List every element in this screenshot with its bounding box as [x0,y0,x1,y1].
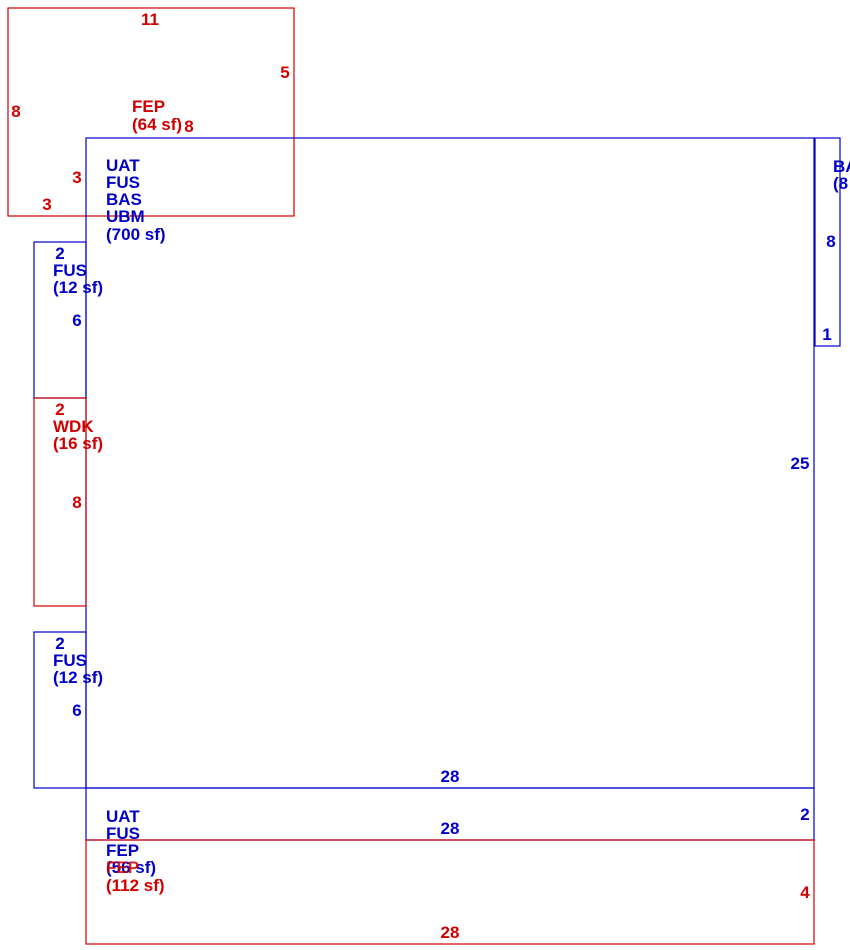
fus-upper-dim-height: 6 [72,311,81,330]
fus-lower-area: (12 sf) [53,668,103,687]
wdk-outline [33,397,87,607]
fep-top-code: FEP [132,97,165,116]
wdk-dim-width: 2 [55,400,64,419]
fep-bottom-dim-right: 4 [800,883,810,902]
bas-right-dim-width: 1 [822,325,831,344]
fus-lower-code: FUS [53,651,87,670]
fus-upper-area: (12 sf) [53,278,103,297]
fus-upper-dim-width: 2 [55,244,64,263]
main-code-3: BAS [106,190,142,209]
bas-right-outline [814,137,841,347]
main-code-2: FUS [106,173,140,192]
strip-area: (56 sf) [106,858,156,877]
main-code-1: UAT [106,156,140,175]
strip-code-1: UAT [106,807,140,826]
strip-dim-right: 2 [800,805,809,824]
strip-dim-top: 28 [441,819,460,838]
fep-top-dim-left: 8 [11,102,20,121]
fep-top-outline [7,7,295,217]
bas-right-code: BA [833,157,850,176]
fus-lower-dim-width: 2 [55,634,64,653]
main-dim-bottom: 28 [441,767,460,786]
fep-top-area: (64 sf) [132,115,182,134]
fep-bottom-outline [85,839,815,945]
main-area: (700 sf) [106,225,166,244]
strip-code-3: FEP [106,841,139,860]
fep-top-dim-step-b: 3 [42,195,51,214]
fep-bottom-dim-bottom: 28 [441,923,460,942]
wdk-code: WDK [53,417,94,436]
bas-right-area: (8 [833,174,848,193]
fep-top-dim-step-a: 3 [72,168,81,187]
main-dim-right: 25 [791,454,810,473]
fep-top-dim-top: 11 [141,10,159,29]
main-area-outline [85,137,815,789]
fep-top-dim-inner: 8 [184,117,193,136]
fep-bottom-area: (112 sf) [106,876,165,895]
strip-code-2: FUS [106,824,140,843]
wdk-dim-height: 8 [72,493,81,512]
fus-lower-outline [33,631,87,789]
main-code-4: UBM [106,207,145,226]
wdk-area: (16 sf) [53,434,103,453]
fus-lower-dim-height: 6 [72,701,81,720]
bas-right-dim-height: 8 [826,232,835,251]
fep-bottom-code: FEP [106,858,139,877]
fep-top-dim-right: 5 [280,63,289,82]
fus-upper-code: FUS [53,261,87,280]
